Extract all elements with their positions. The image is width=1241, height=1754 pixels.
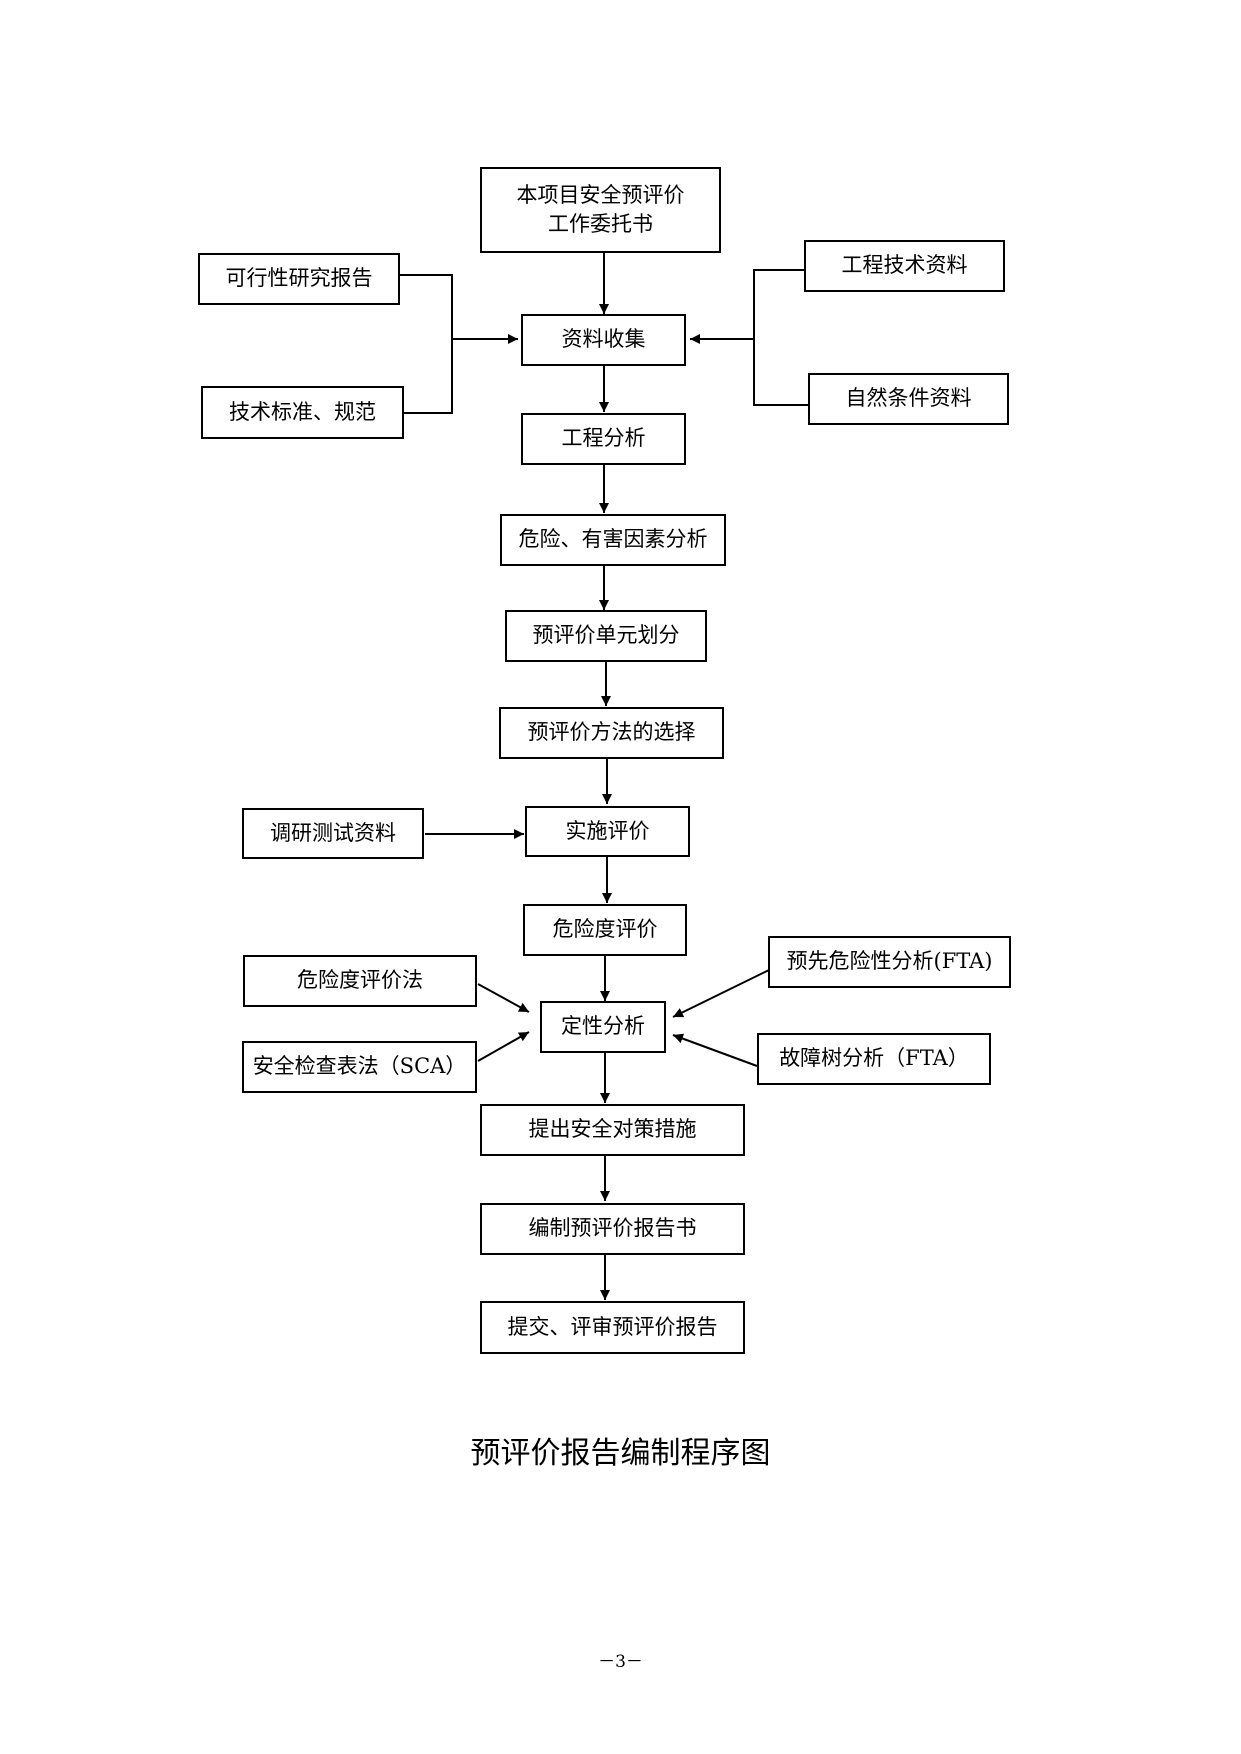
bracket-left-inputs — [400, 274, 453, 414]
node-hazard-analysis: 危险、有害因素分析 — [500, 514, 726, 566]
node-survey-data: 调研测试资料 — [242, 808, 424, 859]
node-pha: 预先危险性分析(FTA) — [768, 936, 1011, 988]
node-tech-standards: 技术标准、规范 — [201, 386, 404, 439]
arrow-risk-method-to-qualitative — [477, 983, 530, 1013]
node-feasibility: 可行性研究报告 — [198, 253, 400, 305]
node-fta: 故障树分析（FTA） — [757, 1033, 991, 1085]
node-entrust: 本项目安全预评价 工作委托书 — [480, 167, 721, 253]
node-method-select: 预评价方法的选择 — [499, 707, 724, 759]
node-unit-division: 预评价单元划分 — [505, 610, 707, 662]
node-eng-tech-data: 工程技术资料 — [804, 240, 1005, 292]
node-measures: 提出安全对策措施 — [480, 1104, 745, 1156]
node-implement: 实施评价 — [525, 806, 690, 857]
node-qualitative: 定性分析 — [540, 1001, 666, 1053]
node-sca: 安全检查表法（SCA） — [242, 1041, 477, 1093]
node-risk-eval: 危险度评价 — [523, 904, 687, 956]
arrow-sca-to-qualitative — [477, 1031, 530, 1062]
diagram-caption: 预评价报告编制程序图 — [470, 1436, 771, 1471]
arrow-fta-to-qualitative — [672, 1033, 758, 1067]
arrow-pha-to-qualitative — [672, 969, 770, 1018]
node-compile: 编制预评价报告书 — [480, 1203, 745, 1255]
node-eng-analysis: 工程分析 — [521, 413, 686, 465]
node-risk-eval-method: 危险度评价法 — [243, 955, 477, 1007]
node-collect: 资料收集 — [521, 314, 686, 366]
bracket-right-inputs — [753, 269, 809, 406]
node-natural-data: 自然条件资料 — [808, 373, 1009, 425]
page-number: －3－ — [598, 1652, 643, 1672]
node-submit: 提交、评审预评价报告 — [480, 1301, 745, 1354]
